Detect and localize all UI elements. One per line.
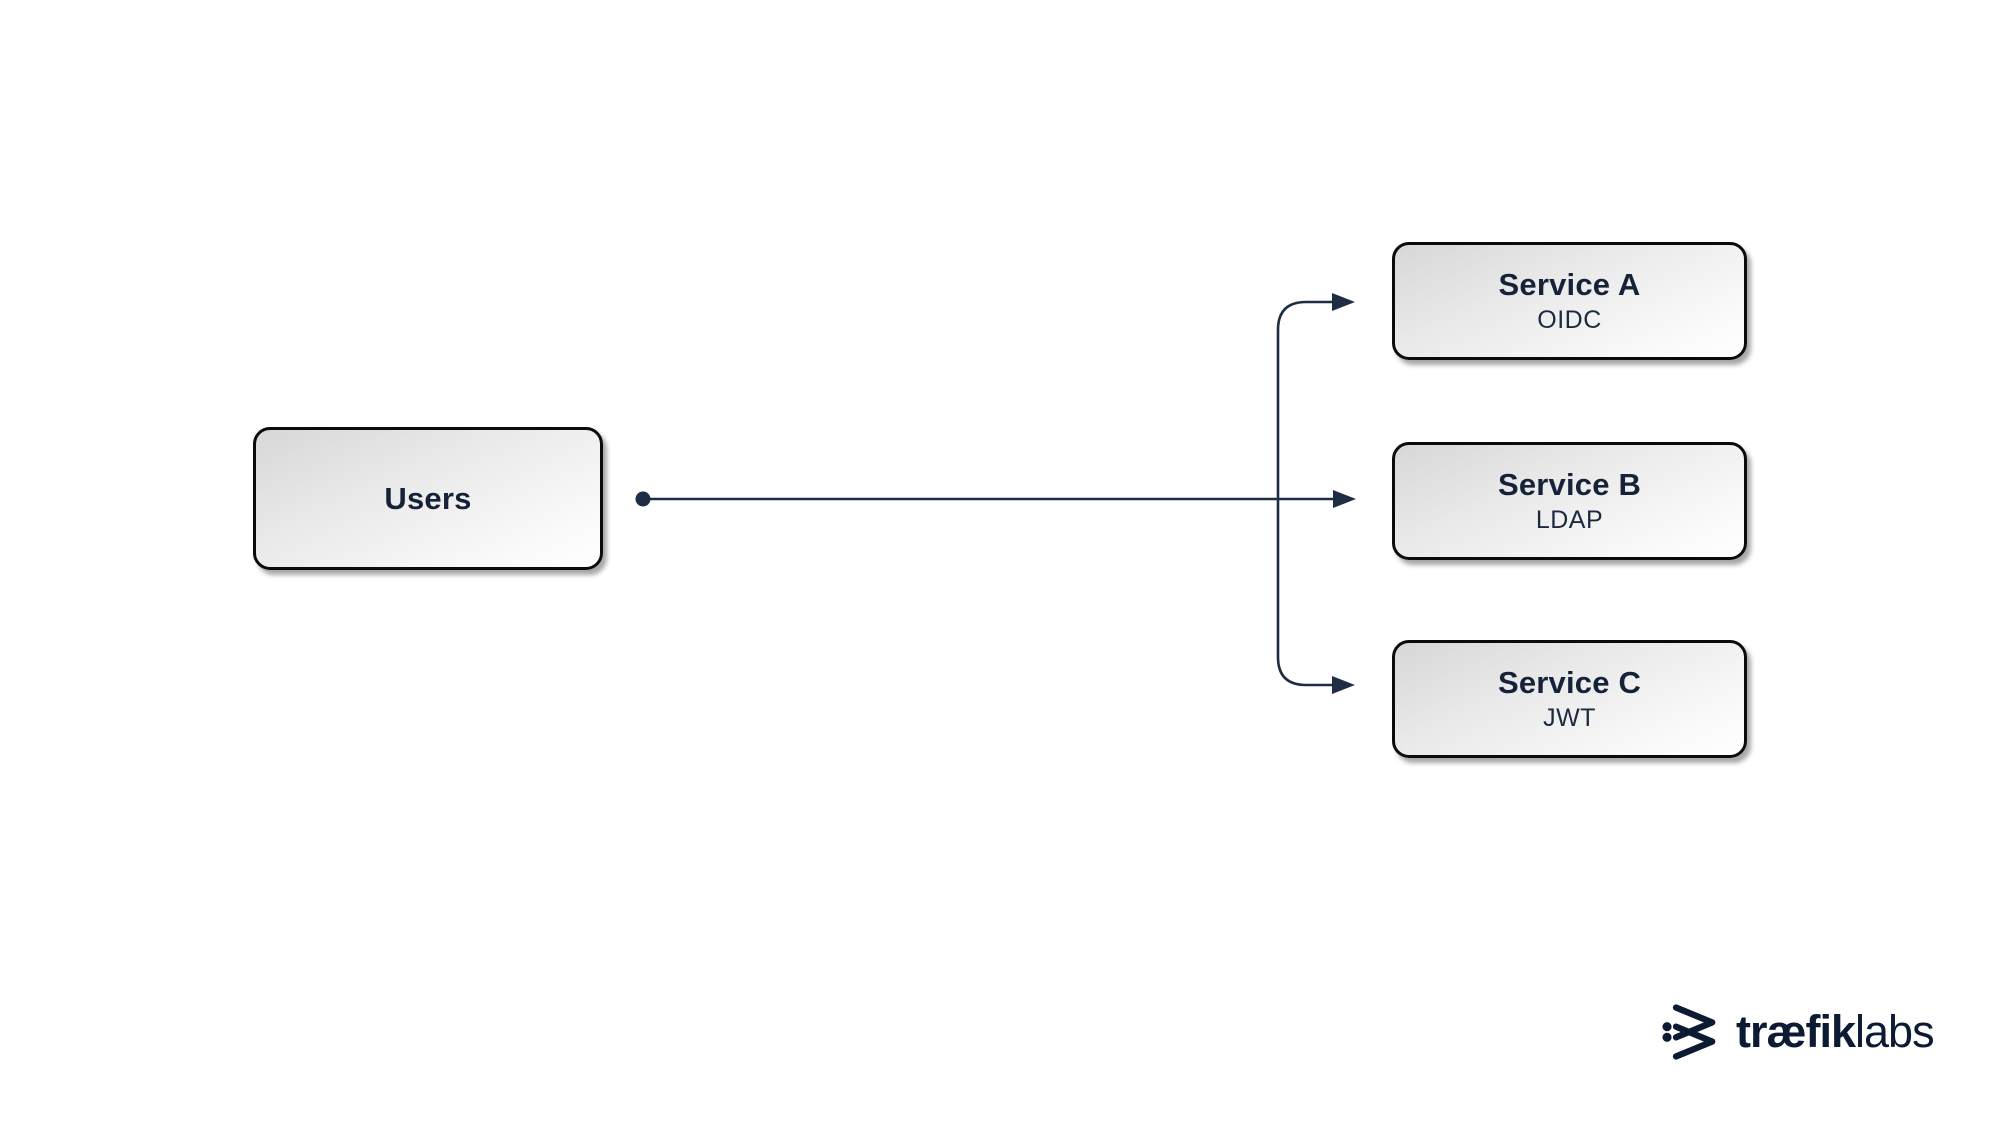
node-service-c: Service C JWT xyxy=(1392,640,1747,758)
node-service-a-title: Service A xyxy=(1498,267,1641,302)
node-service-b: Service B LDAP xyxy=(1392,442,1747,560)
node-service-b-subtitle: LDAP xyxy=(1535,506,1604,534)
node-users: Users xyxy=(253,427,603,570)
traefik-logo-icon xyxy=(1662,1004,1716,1060)
node-service-c-subtitle: JWT xyxy=(1543,704,1596,732)
wordmark-traefik: træfik xyxy=(1736,1006,1856,1057)
traefiklabs-logo: træfiklabs xyxy=(1658,998,1935,1066)
node-service-b-title: Service B xyxy=(1497,467,1642,502)
node-service-a: Service A OIDC xyxy=(1392,242,1747,360)
node-service-a-subtitle: OIDC xyxy=(1537,306,1602,334)
edge-users-service-c xyxy=(1276,499,1355,694)
wordmark-labs: labs xyxy=(1855,1006,1935,1057)
node-service-c-title: Service C xyxy=(1497,665,1642,700)
edge-users-service-a xyxy=(1276,293,1355,499)
traefiklabs-wordmark: træfiklabs xyxy=(1736,1006,1935,1058)
node-users-title: Users xyxy=(384,480,472,516)
edge-users-service-b xyxy=(643,490,1356,508)
